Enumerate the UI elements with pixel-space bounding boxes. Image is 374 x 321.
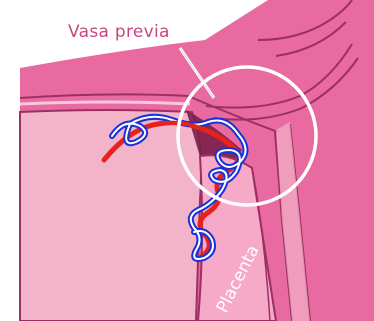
vasa-previa-label: Vasa previa: [68, 22, 170, 42]
amniotic-cavity: [20, 110, 201, 321]
